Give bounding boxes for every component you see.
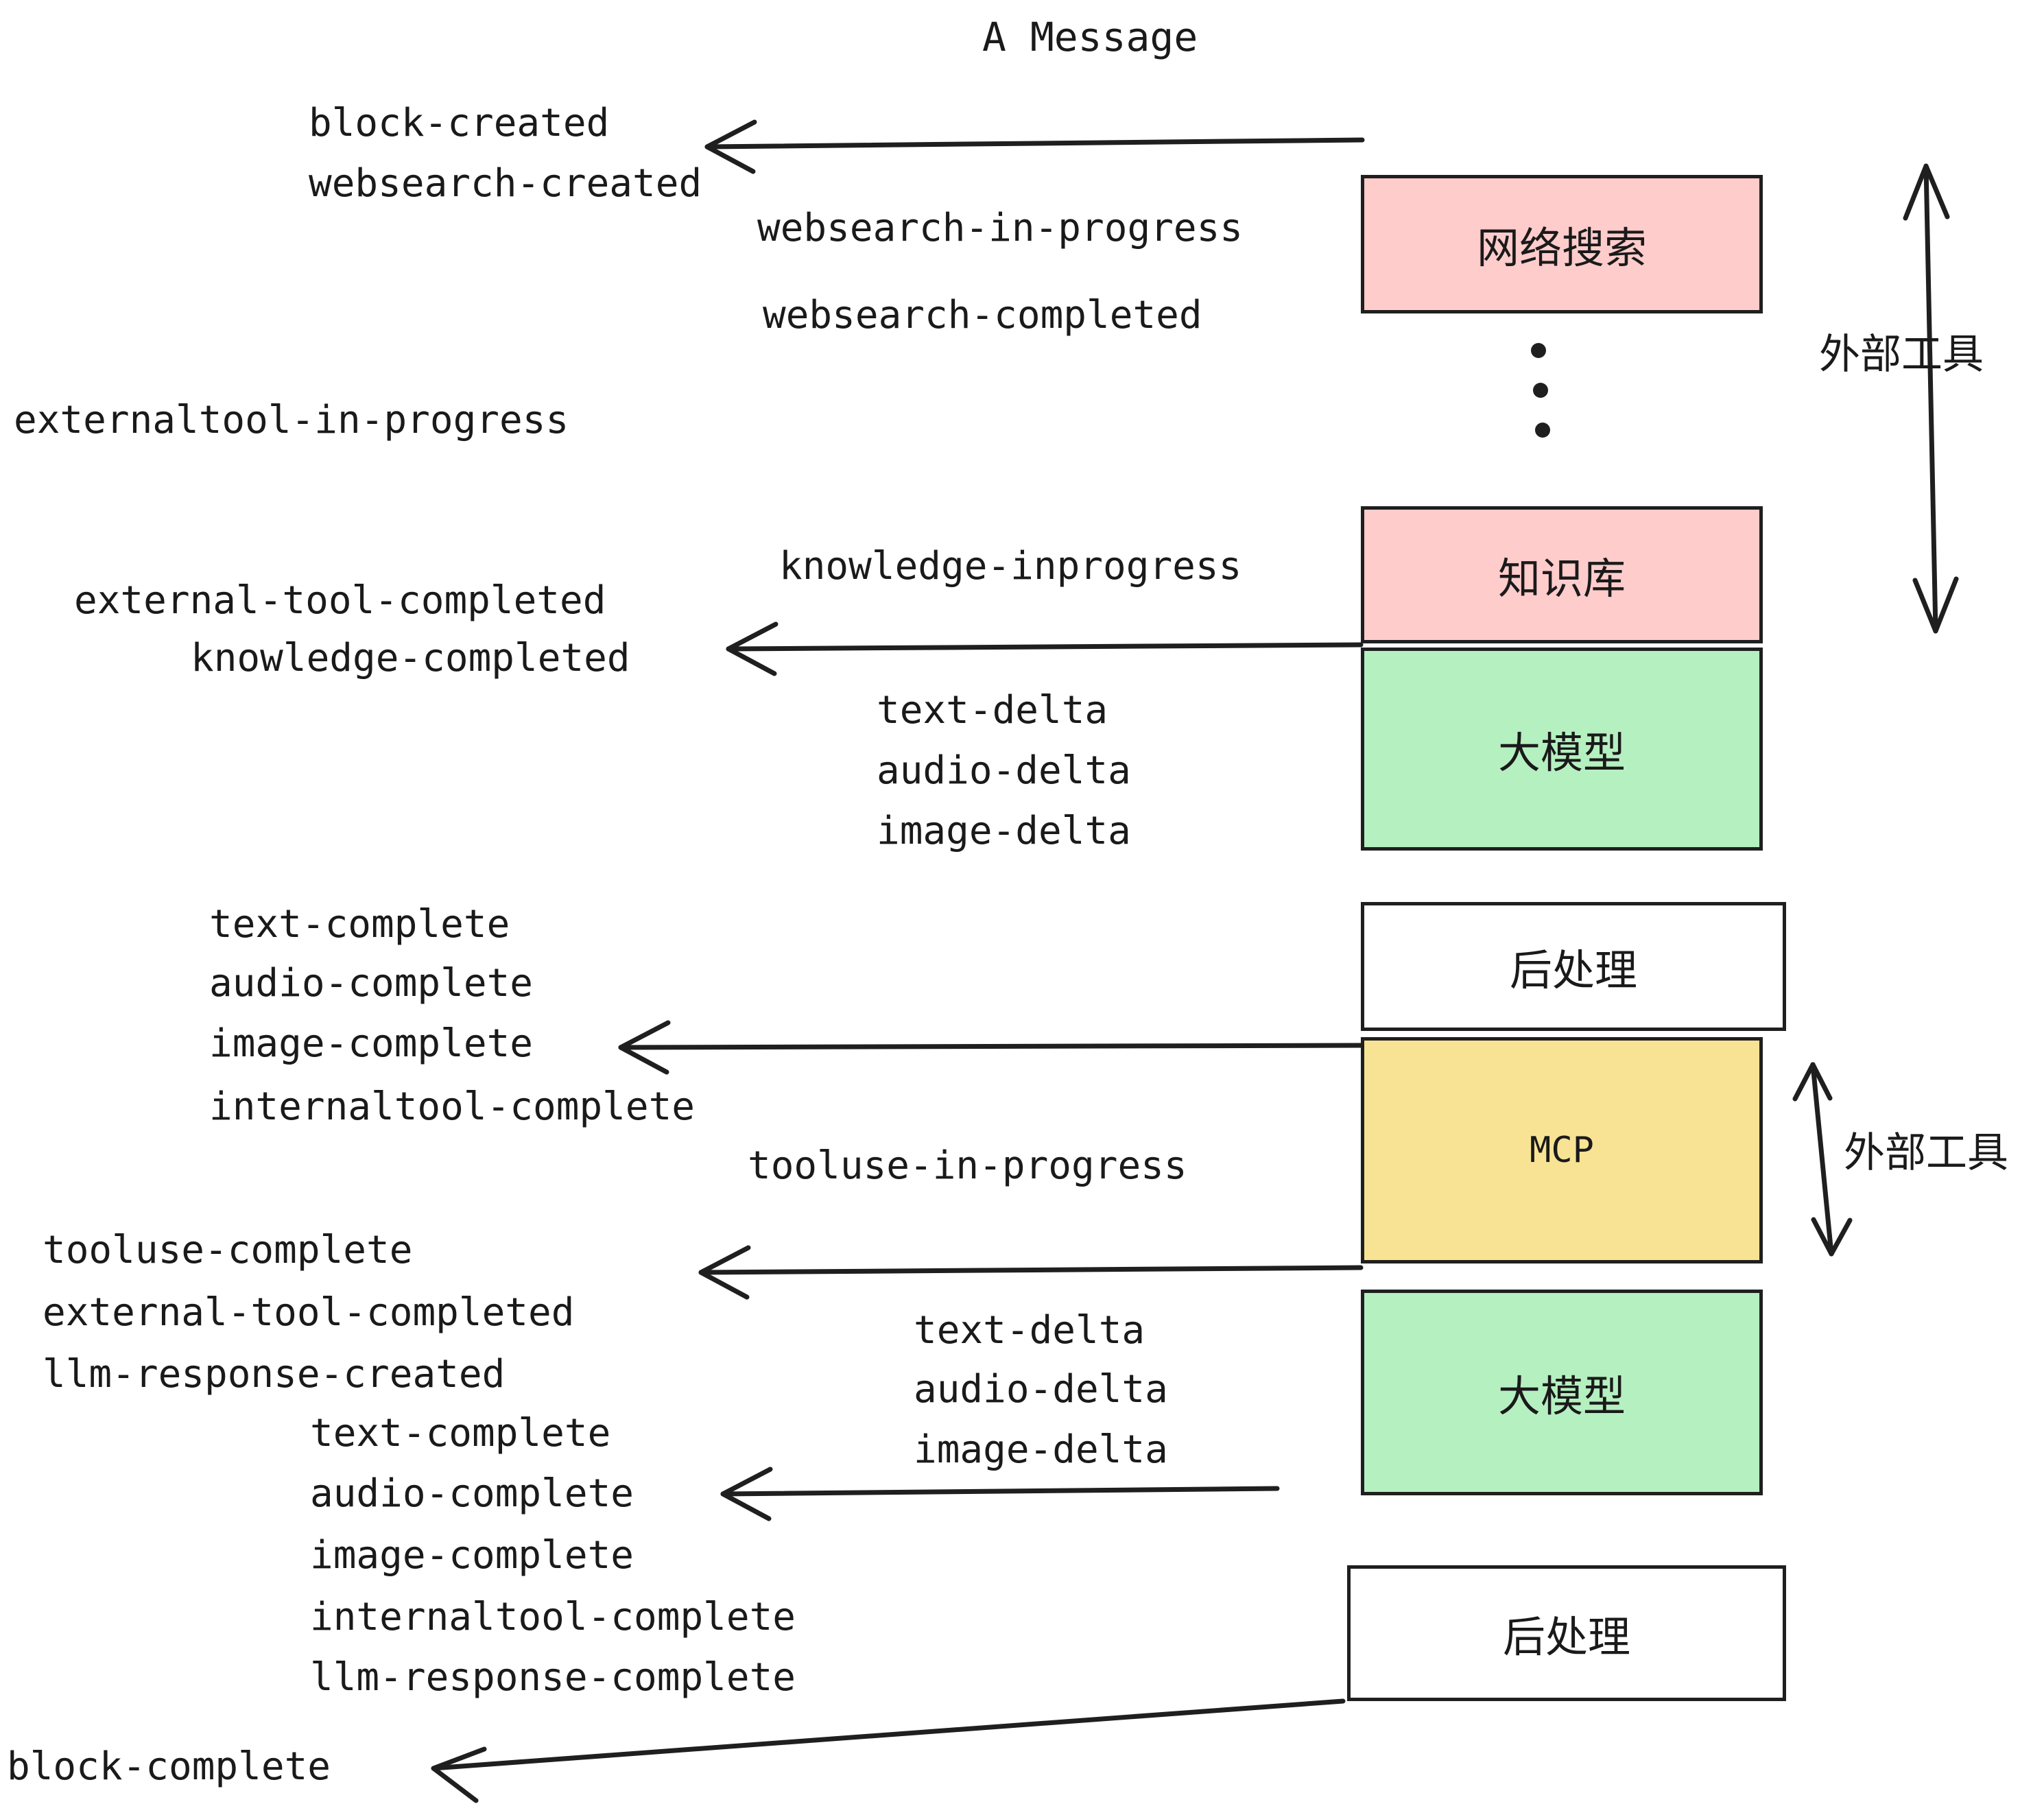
box-llm-top-label: 大模型	[1497, 728, 1626, 778]
event-audio-delta-1: audio-delta	[877, 748, 1131, 793]
box-websearch-label: 网络搜索	[1476, 223, 1647, 273]
arrowhead-external-tool-top-up	[1903, 163, 1950, 221]
arrowhead-external-tool-bottom-down	[1811, 1217, 1853, 1257]
arrowhead-llm-to-audio-complete	[720, 1467, 773, 1521]
event-audio-complete-2: audio-complete	[310, 1471, 634, 1516]
event-knowledge-inprogress: knowledge-inprogress	[779, 544, 1242, 589]
box-websearch[interactable]: 网络搜索	[1361, 175, 1763, 313]
arrow-post-to-image-complete	[618, 1043, 1364, 1050]
event-tooluse-in-progress: tooluse-in-progress	[748, 1143, 1187, 1188]
event-text-delta-2: text-delta	[914, 1308, 1145, 1353]
event-image-delta-2: image-delta	[914, 1427, 1168, 1472]
arrow-post-to-block-complete	[431, 1698, 1346, 1771]
arrow-external-tool-top-line	[1923, 163, 1938, 634]
arrowhead-post-to-block-complete	[431, 1746, 487, 1803]
event-text-delta-1: text-delta	[877, 688, 1108, 733]
box-mcp[interactable]: MCP	[1361, 1037, 1763, 1263]
event-websearch-in-progress: websearch-in-progress	[757, 206, 1244, 250]
arrow-mcp-to-tooluse-complete	[698, 1265, 1364, 1275]
ellipsis-dot	[1535, 423, 1550, 438]
box-mcp-label: MCP	[1530, 1130, 1594, 1171]
arrow-external-tool-bottom-line	[1810, 1062, 1834, 1257]
arrowhead-post-to-image-complete	[618, 1020, 671, 1075]
arrow-llm-to-audio-complete	[720, 1486, 1280, 1497]
arrow-knowledge-to-completed	[726, 642, 1364, 652]
event-external-tool-completed-2: external-tool-completed	[43, 1290, 575, 1335]
box-postprocess-bottom-label: 后处理	[1502, 1612, 1630, 1662]
event-internaltool-complete-1: internaltool-complete	[209, 1084, 696, 1129]
arrowhead-mcp-to-tooluse-complete	[698, 1245, 751, 1300]
event-external-tool-completed-1: external-tool-completed	[74, 578, 606, 623]
event-audio-delta-2: audio-delta	[914, 1367, 1168, 1412]
event-llm-response-created: llm-response-created	[43, 1352, 506, 1397]
arrowhead-knowledge-to-completed	[726, 621, 779, 676]
arrowhead-external-tool-top-down	[1912, 576, 1959, 634]
page-title: A Message	[982, 14, 1198, 60]
box-postprocess-top[interactable]: 后处理	[1361, 902, 1786, 1031]
event-block-created: block-created	[309, 101, 610, 145]
side-label-external-tool-top: 外部工具	[1819, 331, 1984, 379]
event-image-complete-2: image-complete	[310, 1533, 634, 1578]
box-knowledge[interactable]: 知识库	[1361, 506, 1763, 643]
event-websearch-completed: websearch-completed	[763, 293, 1202, 337]
event-audio-complete-1: audio-complete	[209, 961, 534, 1006]
arrowhead-websearch-to-block-created	[704, 119, 757, 174]
event-websearch-created: websearch-created	[309, 161, 702, 206]
event-text-complete-1: text-complete	[209, 902, 510, 947]
box-postprocess-bottom[interactable]: 后处理	[1347, 1565, 1786, 1701]
event-externaltool-in-progress: externaltool-in-progress	[14, 398, 569, 442]
box-llm-bottom-label: 大模型	[1497, 1371, 1626, 1421]
arrow-websearch-to-block-created	[704, 137, 1365, 150]
event-knowledge-completed: knowledge-completed	[191, 636, 630, 680]
event-block-complete: block-complete	[7, 1744, 331, 1789]
event-llm-response-complete: llm-response-complete	[310, 1655, 796, 1700]
event-tooluse-complete: tooluse-complete	[43, 1228, 413, 1272]
box-knowledge-label: 知识库	[1497, 554, 1626, 604]
box-llm-bottom[interactable]: 大模型	[1361, 1290, 1763, 1495]
event-image-delta-1: image-delta	[877, 809, 1131, 853]
box-postprocess-top-label: 后处理	[1509, 945, 1637, 995]
box-llm-top[interactable]: 大模型	[1361, 648, 1763, 851]
event-text-complete-2: text-complete	[310, 1411, 611, 1456]
event-image-complete-1: image-complete	[209, 1021, 534, 1066]
event-internaltool-complete-2: internaltool-complete	[310, 1595, 796, 1639]
side-label-external-tool-bottom: 外部工具	[1844, 1129, 2008, 1177]
arrowhead-external-tool-bottom-up	[1792, 1062, 1833, 1102]
ellipsis-dot	[1531, 343, 1546, 358]
vertical-ellipsis	[1530, 343, 1557, 473]
ellipsis-dot	[1533, 383, 1548, 398]
